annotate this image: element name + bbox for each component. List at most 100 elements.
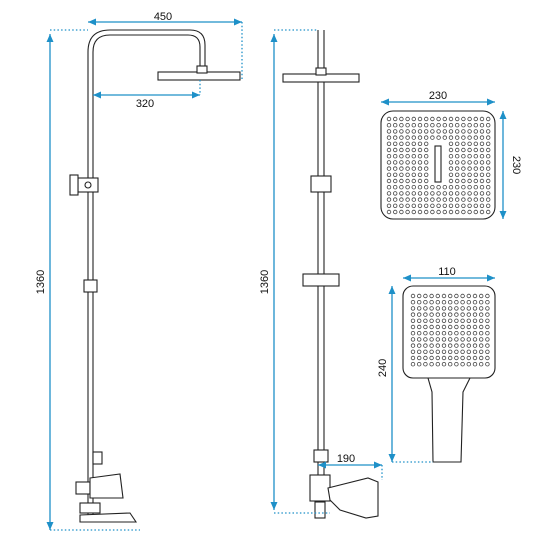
nozzle-dot [435, 362, 440, 367]
nozzle-dot [411, 160, 416, 165]
nozzle-dot [486, 153, 491, 159]
nozzle-dot [461, 166, 466, 171]
nozzle-dot [472, 324, 478, 330]
nozzle-dot [479, 312, 484, 317]
dim-label-240: 240 [377, 359, 389, 377]
nozzle-dot [442, 135, 447, 140]
nozzle-dot [417, 331, 422, 336]
nozzle-dot [455, 203, 460, 208]
nozzle-dot [448, 209, 454, 215]
nozzle-dot [411, 147, 416, 153]
nozzle-dot [411, 209, 416, 215]
nozzle-dot [417, 178, 423, 184]
nozzle-dot [386, 191, 392, 196]
nozzle-dot [479, 178, 485, 184]
nozzle-dot [467, 153, 472, 159]
nozzle-dot [386, 172, 392, 177]
nozzle-dot [411, 129, 416, 134]
nozzle-dot [405, 209, 410, 215]
nozzle-dot [423, 318, 428, 323]
nozzle-dot [448, 300, 453, 305]
nozzle-dot [411, 178, 416, 184]
dim-label-230-depth: 230 [510, 156, 522, 174]
nozzle-dot [423, 349, 428, 354]
arrow [270, 34, 278, 42]
nozzle-dot [410, 312, 416, 317]
nozzle-dot [435, 306, 440, 311]
nozzle-dot [479, 209, 485, 215]
nozzle-dot [393, 166, 398, 171]
nozzle-dot [399, 172, 404, 177]
side-spout [79, 512, 138, 523]
nozzle-dot [386, 141, 392, 146]
nozzle-dot [423, 300, 428, 305]
nozzle-dot [466, 349, 471, 354]
arrow [318, 461, 326, 469]
nozzle-dot [423, 343, 428, 348]
nozzle-dot [485, 337, 490, 342]
square-head-center-plate [434, 145, 442, 183]
dim-label-320: 320 [136, 98, 154, 110]
nozzle-dot [485, 293, 490, 299]
nozzle-dot [405, 203, 410, 208]
arrow [46, 34, 54, 42]
nozzle-dot [454, 349, 459, 354]
nozzle-dot [417, 184, 423, 190]
nozzle-dot [486, 116, 491, 122]
nozzle-dot [410, 349, 416, 354]
arrow [46, 522, 54, 530]
dim-label-110: 110 [438, 266, 456, 278]
nozzle-dot [442, 116, 447, 122]
nozzle-dot [455, 153, 460, 159]
nozzle-dot [442, 184, 447, 190]
nozzle-dot [411, 166, 416, 171]
nozzle-dot [429, 349, 434, 354]
nozzle-dot [448, 191, 454, 196]
nozzle-dot [467, 147, 472, 153]
nozzle-dot [410, 324, 416, 330]
nozzle-dot [473, 153, 478, 159]
nozzle-dot [455, 178, 460, 184]
nozzle-dot [461, 178, 466, 184]
nozzle-dot [405, 160, 410, 165]
nozzle-dot [411, 135, 416, 140]
nozzle-dot [461, 129, 466, 134]
nozzle-dot [486, 203, 491, 208]
nozzle-dot [423, 331, 428, 336]
nozzle-dot [441, 349, 447, 354]
nozzle-dot [411, 122, 416, 128]
nozzle-dot [393, 129, 398, 134]
nozzle-dot [472, 293, 478, 299]
nozzle-dot [441, 293, 447, 299]
nozzle-dot [466, 312, 471, 317]
nozzle-dot [467, 203, 472, 208]
nozzle-dot [479, 191, 485, 196]
nozzle-dot [386, 184, 392, 190]
nozzle-dot [448, 324, 453, 330]
nozzle-dot [435, 318, 440, 323]
nozzle-dot [473, 122, 478, 128]
side-top-arm-inner [92, 34, 201, 72]
nozzle-dot [405, 135, 410, 140]
nozzle-dot [429, 293, 434, 299]
nozzle-dot [466, 355, 471, 361]
nozzle-dot [479, 355, 484, 361]
nozzle-dot [429, 331, 434, 336]
nozzle-dot [386, 116, 392, 122]
nozzle-dot [448, 293, 453, 299]
nozzle-dot [441, 312, 447, 317]
nozzle-dot [486, 197, 491, 202]
nozzle-dot [441, 355, 447, 361]
nozzle-dot [485, 331, 490, 336]
nozzle-dot [479, 318, 484, 323]
nozzle-dot [466, 293, 471, 299]
side-mixer-knob [75, 481, 91, 495]
nozzle-dot [448, 312, 453, 317]
nozzle-dot [455, 129, 460, 134]
front-slide-holder [302, 273, 340, 287]
nozzle-dot [485, 343, 490, 348]
nozzle-dot [417, 129, 423, 134]
nozzle-dot [479, 343, 484, 348]
nozzle-dot [461, 116, 466, 122]
nozzle-dot [435, 293, 440, 299]
